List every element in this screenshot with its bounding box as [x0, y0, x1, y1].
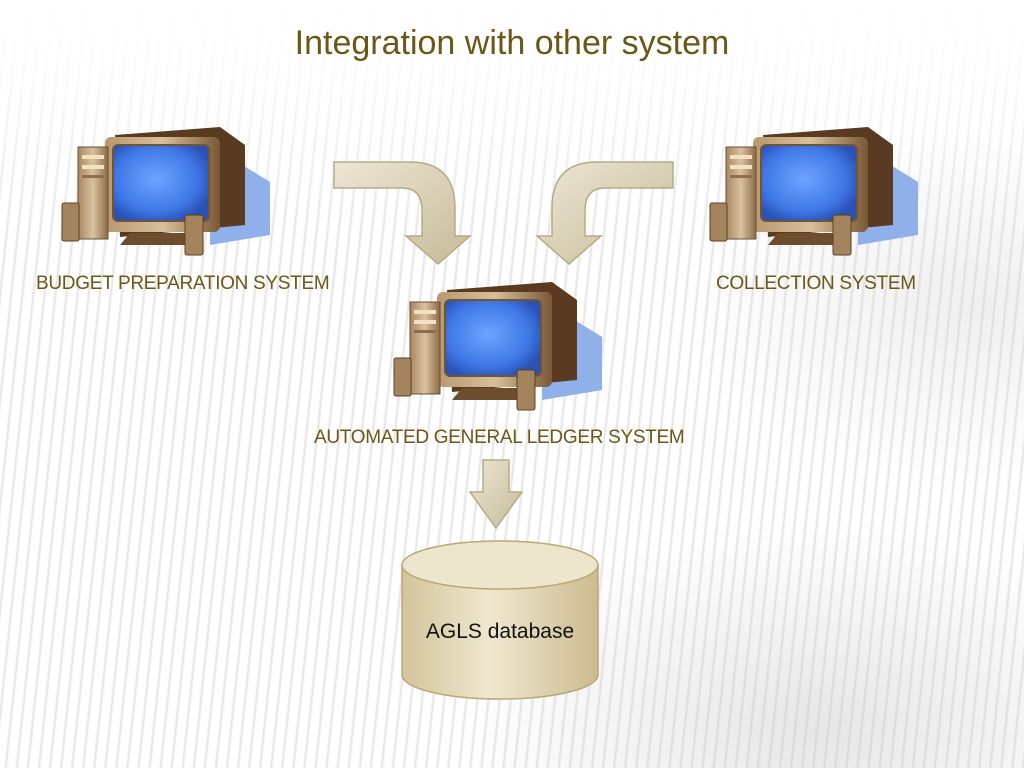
- arrow-from-collection: [535, 161, 674, 265]
- collection-computer-icon: [709, 127, 918, 256]
- arrow-to-database: [468, 459, 524, 530]
- database-label: AGLS database: [425, 620, 575, 643]
- agls-computer-icon: [393, 282, 602, 411]
- budget-computer-icon: [61, 127, 270, 256]
- slide-title: Integration with other system: [294, 24, 730, 62]
- arrow-from-budget: [333, 161, 472, 265]
- database-cylinder-icon: [401, 540, 599, 700]
- agls-system-label: AUTOMATED GENERAL LEDGER SYSTEM: [314, 427, 685, 448]
- budget-system-label: BUDGET PREPARATION SYSTEM: [36, 273, 330, 294]
- collection-system-label: COLLECTION SYSTEM: [716, 273, 916, 294]
